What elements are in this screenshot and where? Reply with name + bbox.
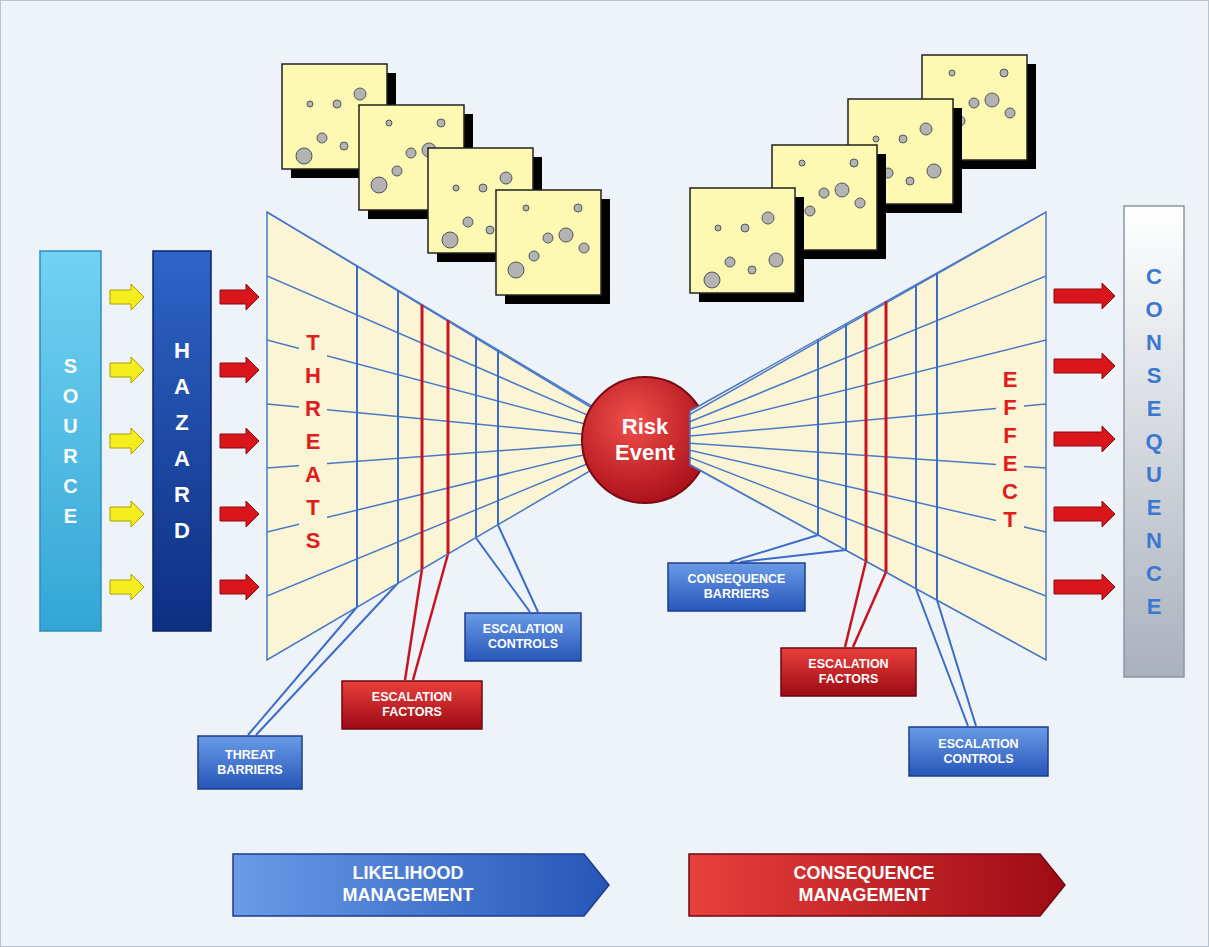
- consequence-barriers-label: CONSEQUENCE BARRIERS: [667, 562, 806, 612]
- escalation-controls-label: ESCALATION CONTROLS: [908, 726, 1049, 777]
- block-arrow: [110, 357, 144, 383]
- vertical-label: THREATS: [299, 326, 327, 557]
- block-arrow: [220, 428, 259, 454]
- likelihood-management-arrow: LIKELIHOOD MANAGEMENT: [232, 853, 610, 917]
- block-arrow: [110, 501, 144, 527]
- vertical-label: SOURCE: [61, 351, 81, 531]
- vertical-label: HAZARD: [171, 333, 193, 549]
- bar-shape: [40, 251, 101, 631]
- fan-shape: [267, 212, 600, 660]
- block-arrow: [220, 284, 259, 310]
- block-arrow: [220, 501, 259, 527]
- hazard-bar: HAZARD: [152, 250, 212, 632]
- node-shape: [152, 250, 212, 632]
- block-arrow: [1054, 283, 1115, 309]
- cheese-slice: [690, 188, 804, 302]
- barrier-line: [817, 339, 819, 535]
- box-shape: [909, 727, 1048, 776]
- node-label: THREAT BARRIERS: [207, 748, 293, 778]
- block-arrow: [220, 574, 259, 600]
- escalation-factor-line: [447, 320, 450, 554]
- block-arrow: [220, 357, 259, 383]
- fan-lines: [645, 212, 1046, 660]
- block-arrow: [110, 428, 144, 454]
- box-shape: [342, 681, 482, 729]
- consequence-management-arrow: CONSEQUENCE MANAGEMENT: [688, 853, 1066, 917]
- node-label: CONSEQUENCE MANAGEMENT: [764, 863, 964, 906]
- source-bar: SOURCE: [39, 250, 102, 632]
- box-shape: [198, 736, 302, 789]
- chevron-shape: [689, 854, 1065, 916]
- barrier-line: [845, 324, 847, 551]
- node-label: ESCALATION FACTORS: [364, 690, 460, 720]
- block-arrow: [1054, 426, 1115, 452]
- barrier-line: [936, 273, 938, 600]
- escalation-factors-label: ESCALATION FACTORS: [341, 680, 483, 730]
- escalation-factor-line: [865, 313, 868, 562]
- chevron-shape: [233, 854, 609, 916]
- block-arrow: [110, 574, 144, 600]
- circle-shape: [582, 377, 708, 503]
- box-shape: [781, 648, 916, 696]
- barrier-line: [915, 285, 917, 589]
- vertical-label: EFFECT: [996, 366, 1024, 534]
- barrier-line: [356, 266, 358, 607]
- node-shape: [39, 250, 102, 632]
- barrier-line: [497, 350, 499, 524]
- block-arrow: [1054, 501, 1115, 527]
- escalation-controls-label: ESCALATION CONTROLS: [464, 612, 582, 662]
- node-label: Risk Event: [605, 414, 685, 467]
- bar-shape: [153, 251, 211, 631]
- box-shape: [668, 563, 805, 611]
- node-label: ESCALATION CONTROLS: [475, 622, 571, 652]
- node-label: CONSEQUENCE BARRIERS: [687, 572, 787, 602]
- consequence-bar: CONSEQUENCE: [1123, 205, 1185, 678]
- leader-line: [405, 569, 422, 680]
- bar-shape: [1124, 206, 1184, 677]
- box-shape: [465, 613, 581, 661]
- escalation-factor-line: [421, 305, 424, 569]
- threat-barriers-label: THREAT BARRIERS: [197, 735, 303, 790]
- cheese-slice: [496, 190, 610, 304]
- leader-line: [498, 525, 538, 612]
- block-arrow: [110, 284, 144, 310]
- barrier-line: [397, 290, 399, 583]
- escalation-factors-label: ESCALATION FACTORS: [780, 647, 917, 697]
- node-label: ESCALATION CONTROLS: [931, 737, 1027, 767]
- barrier-line: [475, 337, 477, 538]
- node-label: LIKELIHOOD MANAGEMENT: [308, 863, 508, 906]
- block-arrow: [1054, 574, 1115, 600]
- leader-line: [740, 550, 846, 562]
- leader-line: [845, 561, 866, 647]
- leader-line: [413, 554, 448, 680]
- escalation-factor-line: [885, 301, 888, 572]
- node-label: ESCALATION FACTORS: [801, 657, 897, 687]
- threat-fan: THREATS: [267, 212, 612, 660]
- leader-line: [853, 572, 886, 647]
- vertical-label: CONSEQUENCE: [1143, 260, 1165, 623]
- block-arrow: [1054, 353, 1115, 379]
